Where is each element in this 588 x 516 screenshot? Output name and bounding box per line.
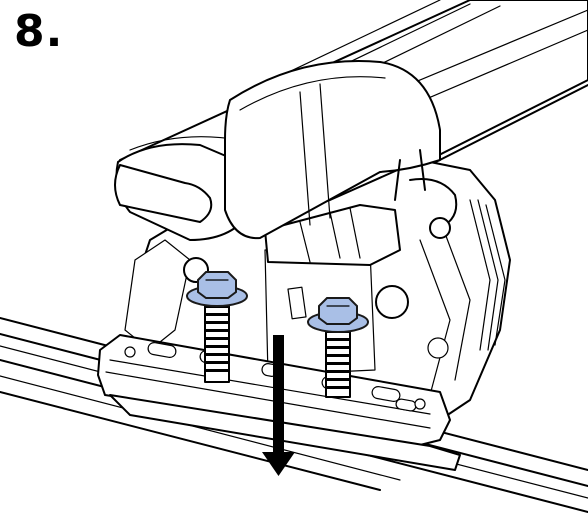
bolt-right bbox=[307, 297, 369, 398]
bolt-left-head bbox=[197, 271, 237, 299]
step-number: 8. bbox=[14, 6, 64, 57]
bolt-left bbox=[186, 271, 248, 383]
strap bbox=[224, 60, 441, 240]
down-arrow-icon bbox=[262, 335, 295, 476]
crossbar-end-cap bbox=[114, 136, 249, 241]
bolt-right-head bbox=[318, 297, 358, 325]
